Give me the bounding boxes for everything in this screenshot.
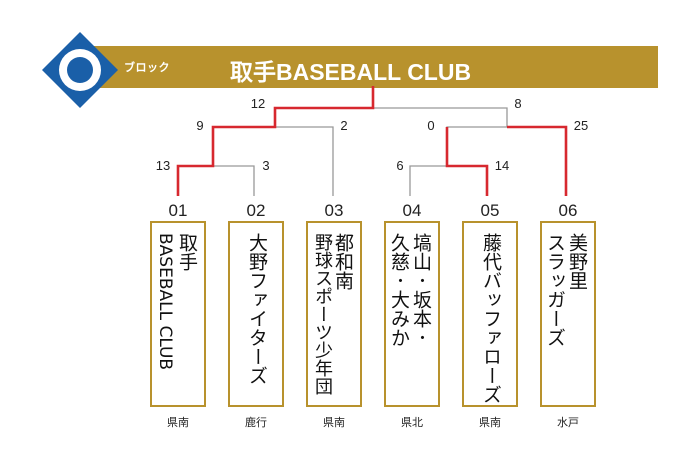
team-card-04: 塙山･坂本･ 久慈･大みか [384, 221, 440, 407]
bracket-line-semi-left-loser [275, 126, 334, 196]
page-title: 取手BASEBALL CLUB [230, 59, 472, 85]
team-name-03-line2: 野球スポーツ少年団 [312, 233, 333, 395]
bracket-line-r1-left-loser [213, 165, 255, 196]
block-diamond-icon [42, 32, 118, 108]
bracket-line-team06-win [507, 125, 568, 196]
team-name-04-line2: 久慈･大みか [388, 233, 410, 347]
team-number-02: 02 [246, 201, 266, 220]
team-name-03: 都和南 [332, 233, 354, 290]
team-number-06: 06 [558, 201, 578, 220]
team-region-04: 県北 [401, 416, 423, 429]
team-number-03: 03 [324, 201, 344, 220]
team-name-01: 取手 [176, 233, 198, 271]
team-number-01: 01 [168, 201, 188, 220]
team-region-05: 県南 [479, 416, 501, 429]
team-card-05: 藤代バッファローズ [462, 221, 518, 407]
header-banner: ブロック 取手BASEBALL CLUB [0, 0, 700, 120]
team-region-01: 県南 [167, 416, 189, 429]
team-region-02: 鹿行 [245, 416, 267, 429]
team-card-03: 都和南 野球スポーツ少年団 [306, 221, 362, 407]
team-name-02: 大野ファイターズ [246, 233, 268, 385]
score-r1-left-winner: 13 [155, 158, 171, 173]
score-r1-right-winner: 14 [494, 158, 510, 173]
team-card-02: 大野ファイターズ [228, 221, 284, 407]
team-card-01: 取手 BASEBALL CLUB [150, 221, 206, 407]
score-final-left: 12 [250, 96, 266, 111]
title-bar [92, 46, 658, 88]
score-r1-left-loser: 3 [262, 158, 270, 173]
score-semi-right-loser: 0 [427, 118, 435, 133]
score-semi-right-winner: 25 [573, 118, 589, 133]
score-final-right: 8 [514, 96, 522, 111]
team-name-06: 美野里 [566, 233, 588, 290]
team-name-05: 藤代バッファローズ [480, 233, 502, 404]
bracket-line-final-loser [373, 107, 508, 127]
bracket-line-team01-win [176, 86, 375, 196]
block-label: ブロック [124, 61, 170, 74]
team-number-04: 04 [402, 201, 422, 220]
team-name-04: 塙山･坂本･ [410, 233, 432, 347]
team-name-06-line2: スラッガーズ [544, 233, 566, 347]
bracket-line-r1-right-loser [409, 165, 447, 196]
score-semi-left-loser: 2 [340, 118, 348, 133]
team-card-06: 美野里 スラッガーズ [540, 221, 596, 407]
team-number-05: 05 [480, 201, 500, 220]
score-semi-left-winner: 9 [196, 118, 204, 133]
bracket-line-team05-win [445, 127, 489, 196]
team-name-01-line2: BASEBALL CLUB [155, 233, 175, 371]
score-r1-right-loser: 6 [396, 158, 404, 173]
team-region-06: 水戸 [557, 416, 579, 429]
team-region-03: 県南 [323, 416, 345, 429]
